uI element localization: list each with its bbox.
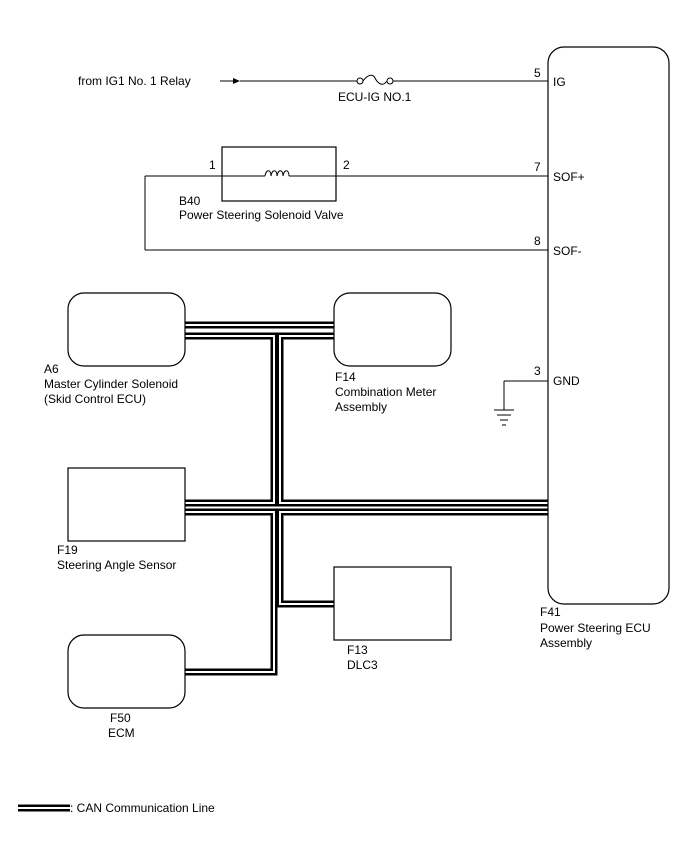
power-steering-ecu: 5 IG 7 SOF+ 8 SOF- 3 GND F41 Power Steer… — [534, 46, 670, 650]
fuse-symbol — [356, 74, 394, 85]
module-f50: F50 ECM — [67, 634, 186, 740]
f50-name: ECM — [108, 726, 135, 740]
ecu-pin-7-number: 7 — [534, 160, 541, 174]
f14-code: F14 — [335, 370, 356, 384]
f13-box — [333, 566, 452, 641]
a6-name-line2: (Skid Control ECU) — [44, 392, 146, 406]
ecu-pin-5-name: IG — [553, 75, 566, 89]
f19-code: F19 — [57, 543, 78, 557]
legend: : CAN Communication Line — [18, 801, 215, 815]
ecu-pin-5-number: 5 — [534, 66, 541, 80]
solenoid-circuit: 1 2 B40 Power Steering Solenoid Valve — [144, 146, 548, 251]
solenoid-valve-box — [221, 146, 337, 202]
f19-box — [67, 467, 186, 542]
f50-code: F50 — [110, 711, 131, 725]
solenoid-code: B40 — [179, 194, 201, 208]
f13-code: F13 — [347, 643, 368, 657]
a6-code: A6 — [44, 362, 59, 376]
ecu-box — [547, 46, 670, 605]
ecu-pin-3-number: 3 — [534, 364, 541, 378]
ecu-name-line2: Assembly — [540, 636, 592, 650]
f50-box — [67, 634, 186, 709]
solenoid-pin-2: 2 — [343, 158, 350, 172]
ecu-code: F41 — [540, 605, 561, 619]
source-arrow-head — [233, 78, 240, 84]
fuse-label: ECU-IG NO.1 — [338, 90, 412, 104]
f13-name: DLC3 — [347, 658, 378, 672]
ground-circuit — [494, 380, 548, 426]
power-supply-circuit: from IG1 No. 1 Relay ECU-IG NO.1 — [78, 74, 548, 104]
a6-name-line1: Master Cylinder Solenoid — [44, 377, 178, 391]
legend-label: : CAN Communication Line — [70, 801, 215, 815]
module-f14: F14 Combination Meter Assembly — [333, 292, 452, 414]
solenoid-pin-1: 1 — [209, 158, 216, 172]
f14-name-line2: Assembly — [335, 400, 387, 414]
f14-box — [333, 292, 452, 367]
ecu-pin-8-name: SOF- — [553, 244, 582, 258]
f19-name: Steering Angle Sensor — [57, 558, 176, 572]
ecu-pin-7-name: SOF+ — [553, 170, 585, 184]
module-a6: A6 Master Cylinder Solenoid (Skid Contro… — [44, 292, 186, 406]
ground-icon — [494, 409, 514, 426]
ecu-pin-8-number: 8 — [534, 234, 541, 248]
a6-box — [67, 292, 186, 367]
f14-name-line1: Combination Meter — [335, 385, 436, 399]
module-f19: F19 Steering Angle Sensor — [57, 467, 186, 572]
ecu-pin-3-name: GND — [553, 374, 580, 388]
can-bus-inner — [185, 324, 548, 673]
power-source-label: from IG1 No. 1 Relay — [78, 74, 191, 88]
coil-icon — [264, 170, 290, 177]
module-f13: F13 DLC3 — [333, 566, 452, 672]
ecu-name-line1: Power Steering ECU — [540, 621, 651, 635]
solenoid-name: Power Steering Solenoid Valve — [179, 208, 344, 222]
can-bus — [185, 321, 548, 676]
